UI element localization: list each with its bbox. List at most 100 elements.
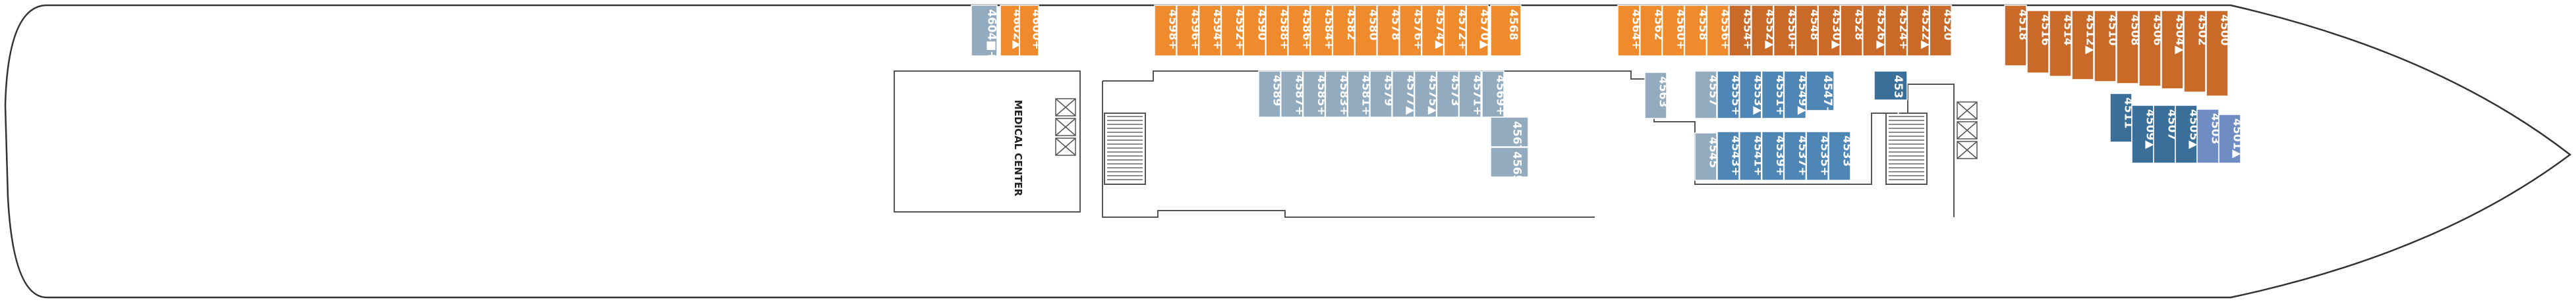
cabin-box[interactable]: [1154, 5, 1177, 57]
cabin-box[interactable]: [1198, 5, 1222, 57]
cabin-4530[interactable]: 4530▲: [1818, 5, 1843, 57]
cabin-box[interactable]: [1243, 5, 1266, 57]
cabin-4503[interactable]: 4503: [2196, 109, 2222, 164]
cabin-4557[interactable]: 4557: [1694, 70, 1720, 119]
cabin-box[interactable]: [1392, 70, 1415, 118]
cabin-4551[interactable]: 4551+: [1761, 70, 1787, 119]
cabin-box[interactable]: [1280, 70, 1303, 118]
cabin-box[interactable]: [2218, 114, 2241, 164]
cabin-4526[interactable]: 4526▲: [1862, 5, 1888, 57]
cabin-4500[interactable]: 4500: [2206, 10, 2231, 97]
cabin-4531[interactable]: 4531+: [1874, 70, 1908, 116]
cabin-box[interactable]: [2206, 10, 2229, 97]
cabin-box[interactable]: [1644, 72, 1667, 119]
cabin-4562[interactable]: 4562: [1640, 5, 1665, 57]
cabin-box[interactable]: [2071, 10, 2094, 80]
cabin-box[interactable]: [1458, 70, 1481, 118]
cabin-box[interactable]: [1443, 5, 1467, 57]
cabin-4518[interactable]: 4518: [2004, 5, 2030, 66]
cabin-box[interactable]: [1751, 5, 1774, 57]
cabin-4520[interactable]: 4520: [1929, 5, 1955, 57]
cabin-4589[interactable]: 4589: [1258, 70, 1284, 118]
cabin-4533[interactable]: 4533: [1828, 131, 1854, 181]
cabin-box[interactable]: [1347, 70, 1370, 118]
cabin-4558[interactable]: 4558: [1684, 5, 1709, 57]
cabin-box[interactable]: [1906, 5, 1930, 57]
cabin-4514[interactable]: 4514: [2049, 10, 2075, 77]
cabin-4582[interactable]: 4582: [1332, 5, 1358, 57]
cabin-box[interactable]: [1840, 5, 1863, 57]
cabin-4539[interactable]: 4539+: [1761, 131, 1787, 181]
cabin-box[interactable]: [1436, 70, 1460, 118]
cabin-4581[interactable]: 4581+: [1347, 70, 1373, 118]
cabin-box[interactable]: [1019, 5, 1039, 57]
cabin-4547[interactable]: 4547+: [1806, 70, 1835, 116]
cabin-4569[interactable]: 4569+: [1481, 70, 1507, 118]
cabin-box[interactable]: [1717, 70, 1740, 119]
cabin-box[interactable]: [2161, 10, 2184, 89]
cabin-box[interactable]: [1661, 5, 1685, 57]
cabin-box[interactable]: [1783, 131, 1807, 181]
cabin-box[interactable]: [2131, 105, 2154, 164]
cabin-4574[interactable]: 4574▲: [1421, 5, 1447, 57]
cabin-4598[interactable]: 4598+: [1154, 5, 1180, 57]
cabin-4512[interactable]: 4512▲: [2071, 10, 2097, 80]
cabin-box[interactable]: [1377, 5, 1400, 57]
cabin-box[interactable]: [2183, 10, 2206, 93]
cabin-4552[interactable]: 4552▲: [1751, 5, 1777, 57]
cabin-4560[interactable]: 4560+: [1661, 5, 1688, 57]
cabin-box[interactable]: [2138, 10, 2161, 87]
cabin-box[interactable]: [2049, 10, 2072, 77]
cabin-4510[interactable]: 4510: [2094, 10, 2119, 82]
cabin-4553[interactable]: 4553▲: [1739, 70, 1765, 119]
cabin-4506[interactable]: 4506: [2138, 10, 2164, 87]
cabin-box[interactable]: [1302, 70, 1326, 118]
cabin-4554[interactable]: 4554+: [1729, 5, 1754, 57]
cabin-box[interactable]: [1288, 5, 1311, 57]
cabin-4549[interactable]: 4549▲: [1783, 70, 1809, 119]
cabin-box[interactable]: [1795, 5, 1819, 57]
cabin-4522[interactable]: 4522▲: [1906, 5, 1932, 57]
cabin-4509[interactable]: 4509▲: [2131, 105, 2157, 164]
cabin-4556[interactable]: 4556+: [1706, 5, 1732, 57]
cabin-box[interactable]: [1783, 70, 1807, 119]
cabin-4604[interactable]: 4604■+: [971, 5, 998, 61]
cabin-box[interactable]: [1369, 70, 1392, 118]
cabin-4586[interactable]: 4586+: [1288, 5, 1313, 57]
cabin-4575[interactable]: 4575▲: [1414, 70, 1440, 118]
cabin-4516[interactable]: 4516: [2026, 10, 2052, 74]
cabin-4592[interactable]: 4592+: [1220, 5, 1246, 57]
cabin-box[interactable]: [2004, 5, 2027, 66]
cabin-box[interactable]: [1884, 5, 1908, 57]
cabin-4528[interactable]: 4528: [1840, 5, 1866, 57]
cabin-4511[interactable]: 4511: [2109, 93, 2135, 143]
cabin-box[interactable]: [1828, 131, 1851, 181]
cabin-box[interactable]: [1414, 70, 1437, 118]
cabin-box[interactable]: [1818, 5, 1841, 57]
cabin-4594[interactable]: 4594+: [1198, 5, 1224, 57]
cabin-box[interactable]: [1309, 5, 1333, 57]
cabin-4537[interactable]: 4537+: [1783, 131, 1809, 181]
cabin-box[interactable]: [1421, 5, 1445, 57]
cabin-box[interactable]: [1761, 70, 1785, 119]
cabin-box[interactable]: [1258, 70, 1281, 118]
cabin-4504[interactable]: 4504▲: [2161, 10, 2187, 89]
cabin-4600[interactable]: 4600+: [1019, 5, 1043, 57]
cabin-4548[interactable]: 4548: [1795, 5, 1821, 57]
cabin-4576[interactable]: 4576+: [1399, 5, 1425, 57]
cabin-4584[interactable]: 4584+: [1309, 5, 1336, 57]
cabin-box[interactable]: [1332, 5, 1356, 57]
cabin-4535[interactable]: 4535+: [1806, 131, 1831, 181]
cabin-box[interactable]: [1354, 5, 1377, 57]
cabin-4596[interactable]: 4596+: [1176, 5, 1202, 57]
cabin-box[interactable]: [1684, 5, 1707, 57]
cabin-4568[interactable]: 4568: [1490, 5, 1522, 57]
cabin-box[interactable]: [1399, 5, 1422, 57]
cabin-box[interactable]: [1694, 70, 1717, 119]
cabin-box[interactable]: [1739, 131, 1762, 181]
cabin-4579[interactable]: 4579: [1369, 70, 1395, 118]
cabin-box[interactable]: [1466, 5, 1489, 57]
cabin-4588[interactable]: 4588+: [1265, 5, 1291, 57]
cabin-box[interactable]: [1717, 131, 1740, 181]
cabin-box[interactable]: [1806, 131, 1829, 181]
